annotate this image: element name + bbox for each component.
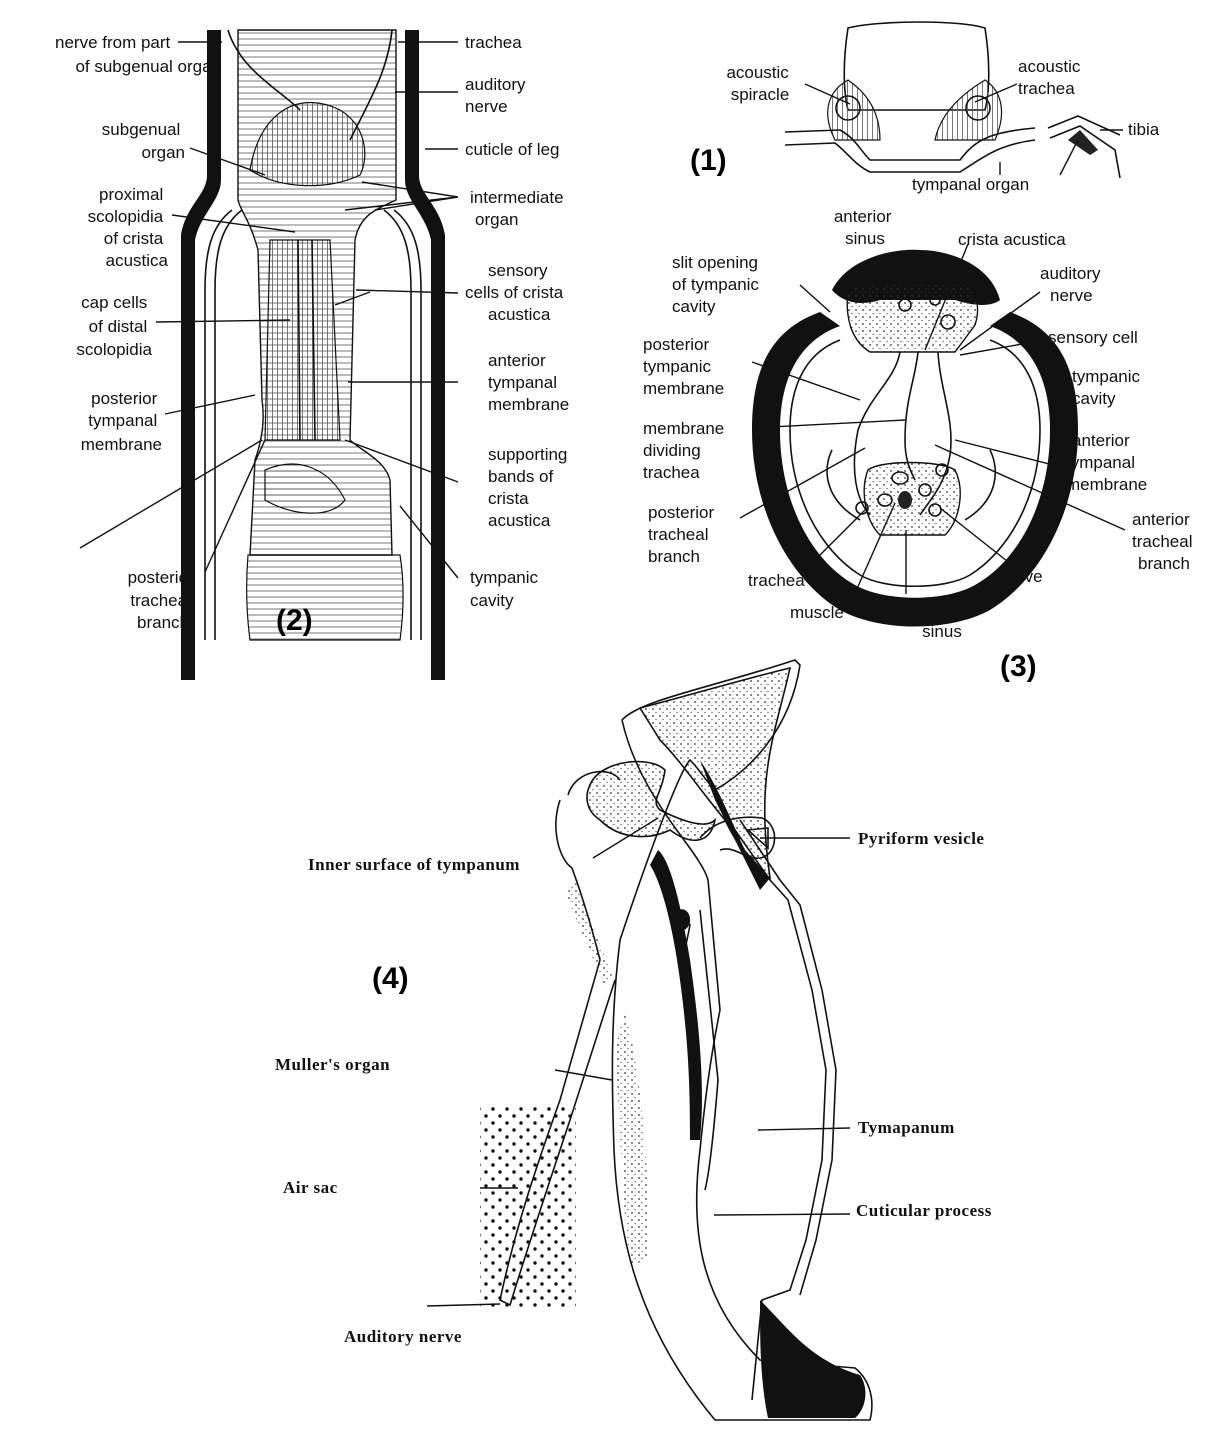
figure-1: acoustic spiracle acoustic trachea tibia… — [690, 22, 1160, 194]
label-intermediate-organ: intermediate organ — [470, 188, 568, 229]
label-auditory-nerve-fig4: Auditory nerve — [344, 1327, 462, 1346]
label-tympanic-cavity-fig2: tympanic cavity — [470, 568, 543, 610]
figure-number-4: (4) — [372, 962, 409, 995]
label-pyriform-vesicle: Pyriform vesicle — [858, 829, 984, 848]
label-acoustic-trachea: acoustic trachea — [1018, 57, 1085, 98]
label-posterior-tracheal-fig3: posterior tracheal branch — [648, 503, 719, 566]
locust-tympanum-drawing — [480, 660, 872, 1420]
label-auditory-nerve-fig2: auditory nerve — [465, 75, 530, 116]
label-tymapanum: Tymapanum — [858, 1118, 955, 1137]
label-auditory-nerve-fig3: auditory nerve — [1040, 264, 1105, 305]
label-sensory-cell: sensory cell — [1048, 328, 1138, 347]
label-anterior-tracheal-branch: anterior tracheal branch — [1132, 510, 1197, 573]
label-nerve-fig3: nerve — [1000, 567, 1043, 586]
figure-number-1: (1) — [690, 144, 727, 177]
label-anterior-tympanal-fig3: anterior tympanal membrane — [1066, 431, 1147, 494]
label-sensory-cells-crista: sensory cells of crista acustica — [465, 261, 568, 324]
label-slit-opening: slit opening of tympanic cavity — [672, 253, 764, 316]
label-tympanal-organ: tympanal organ — [912, 175, 1029, 194]
label-acoustic-spiracle: acoustic spiracle — [726, 63, 793, 104]
label-cuticle-of-leg: cuticle of leg — [465, 140, 560, 159]
label-proximal-scolopidia: proximal scolopidia of crista acustica — [88, 185, 169, 270]
label-trachea-fig3: trachea — [748, 571, 805, 590]
figure-3: anterior sinus crista acustica slit open… — [643, 207, 1197, 683]
label-tibia: tibia — [1128, 120, 1160, 139]
label-posterior-tympanal-fig2: posterior tympanal membrane — [81, 389, 162, 454]
figure-4: Inner surface of tympanum Pyriform vesic… — [275, 660, 992, 1420]
leg-cuticle-drawing — [181, 30, 445, 680]
label-muscle: muscle — [790, 603, 844, 622]
label-mullers-organ: Muller's organ — [275, 1055, 390, 1074]
label-nerve-from-subgenual-organ: nerve from part of subgenual organ — [55, 33, 221, 76]
figure-number-2: (2) — [276, 604, 313, 637]
label-supporting-bands: supporting bands of crista acustica — [488, 445, 572, 530]
figure-2: nerve from part of subgenual organ trach… — [55, 30, 572, 680]
label-trachea-fig2: trachea — [465, 33, 522, 52]
label-tympanic-cavity-fig3: tympanic cavity — [1072, 367, 1145, 408]
label-cap-cells: cap cells of distal scolopidia — [76, 293, 152, 359]
label-cuticular-process: Cuticular process — [856, 1201, 992, 1220]
figure-number-3: (3) — [1000, 650, 1037, 683]
label-posterior-tympanic-membrane: posterior tympanic membrane — [643, 335, 724, 398]
label-subgenual-organ: subgenual organ — [102, 120, 185, 162]
label-membrane-dividing-trachea: membrane dividing trachea — [643, 419, 729, 482]
label-anterior-tympanal-fig2: anterior tympanal membrane — [488, 351, 569, 414]
label-air-sac: Air sac — [283, 1178, 338, 1197]
label-inner-surface-of-tympanum: Inner surface of tympanum — [308, 855, 520, 874]
label-anterior-sinus: anterior sinus — [834, 207, 896, 248]
label-crista-acustica: crista acustica — [958, 230, 1066, 249]
label-posterior-tracheal-fig2: posterior tracheal branch — [128, 568, 199, 632]
